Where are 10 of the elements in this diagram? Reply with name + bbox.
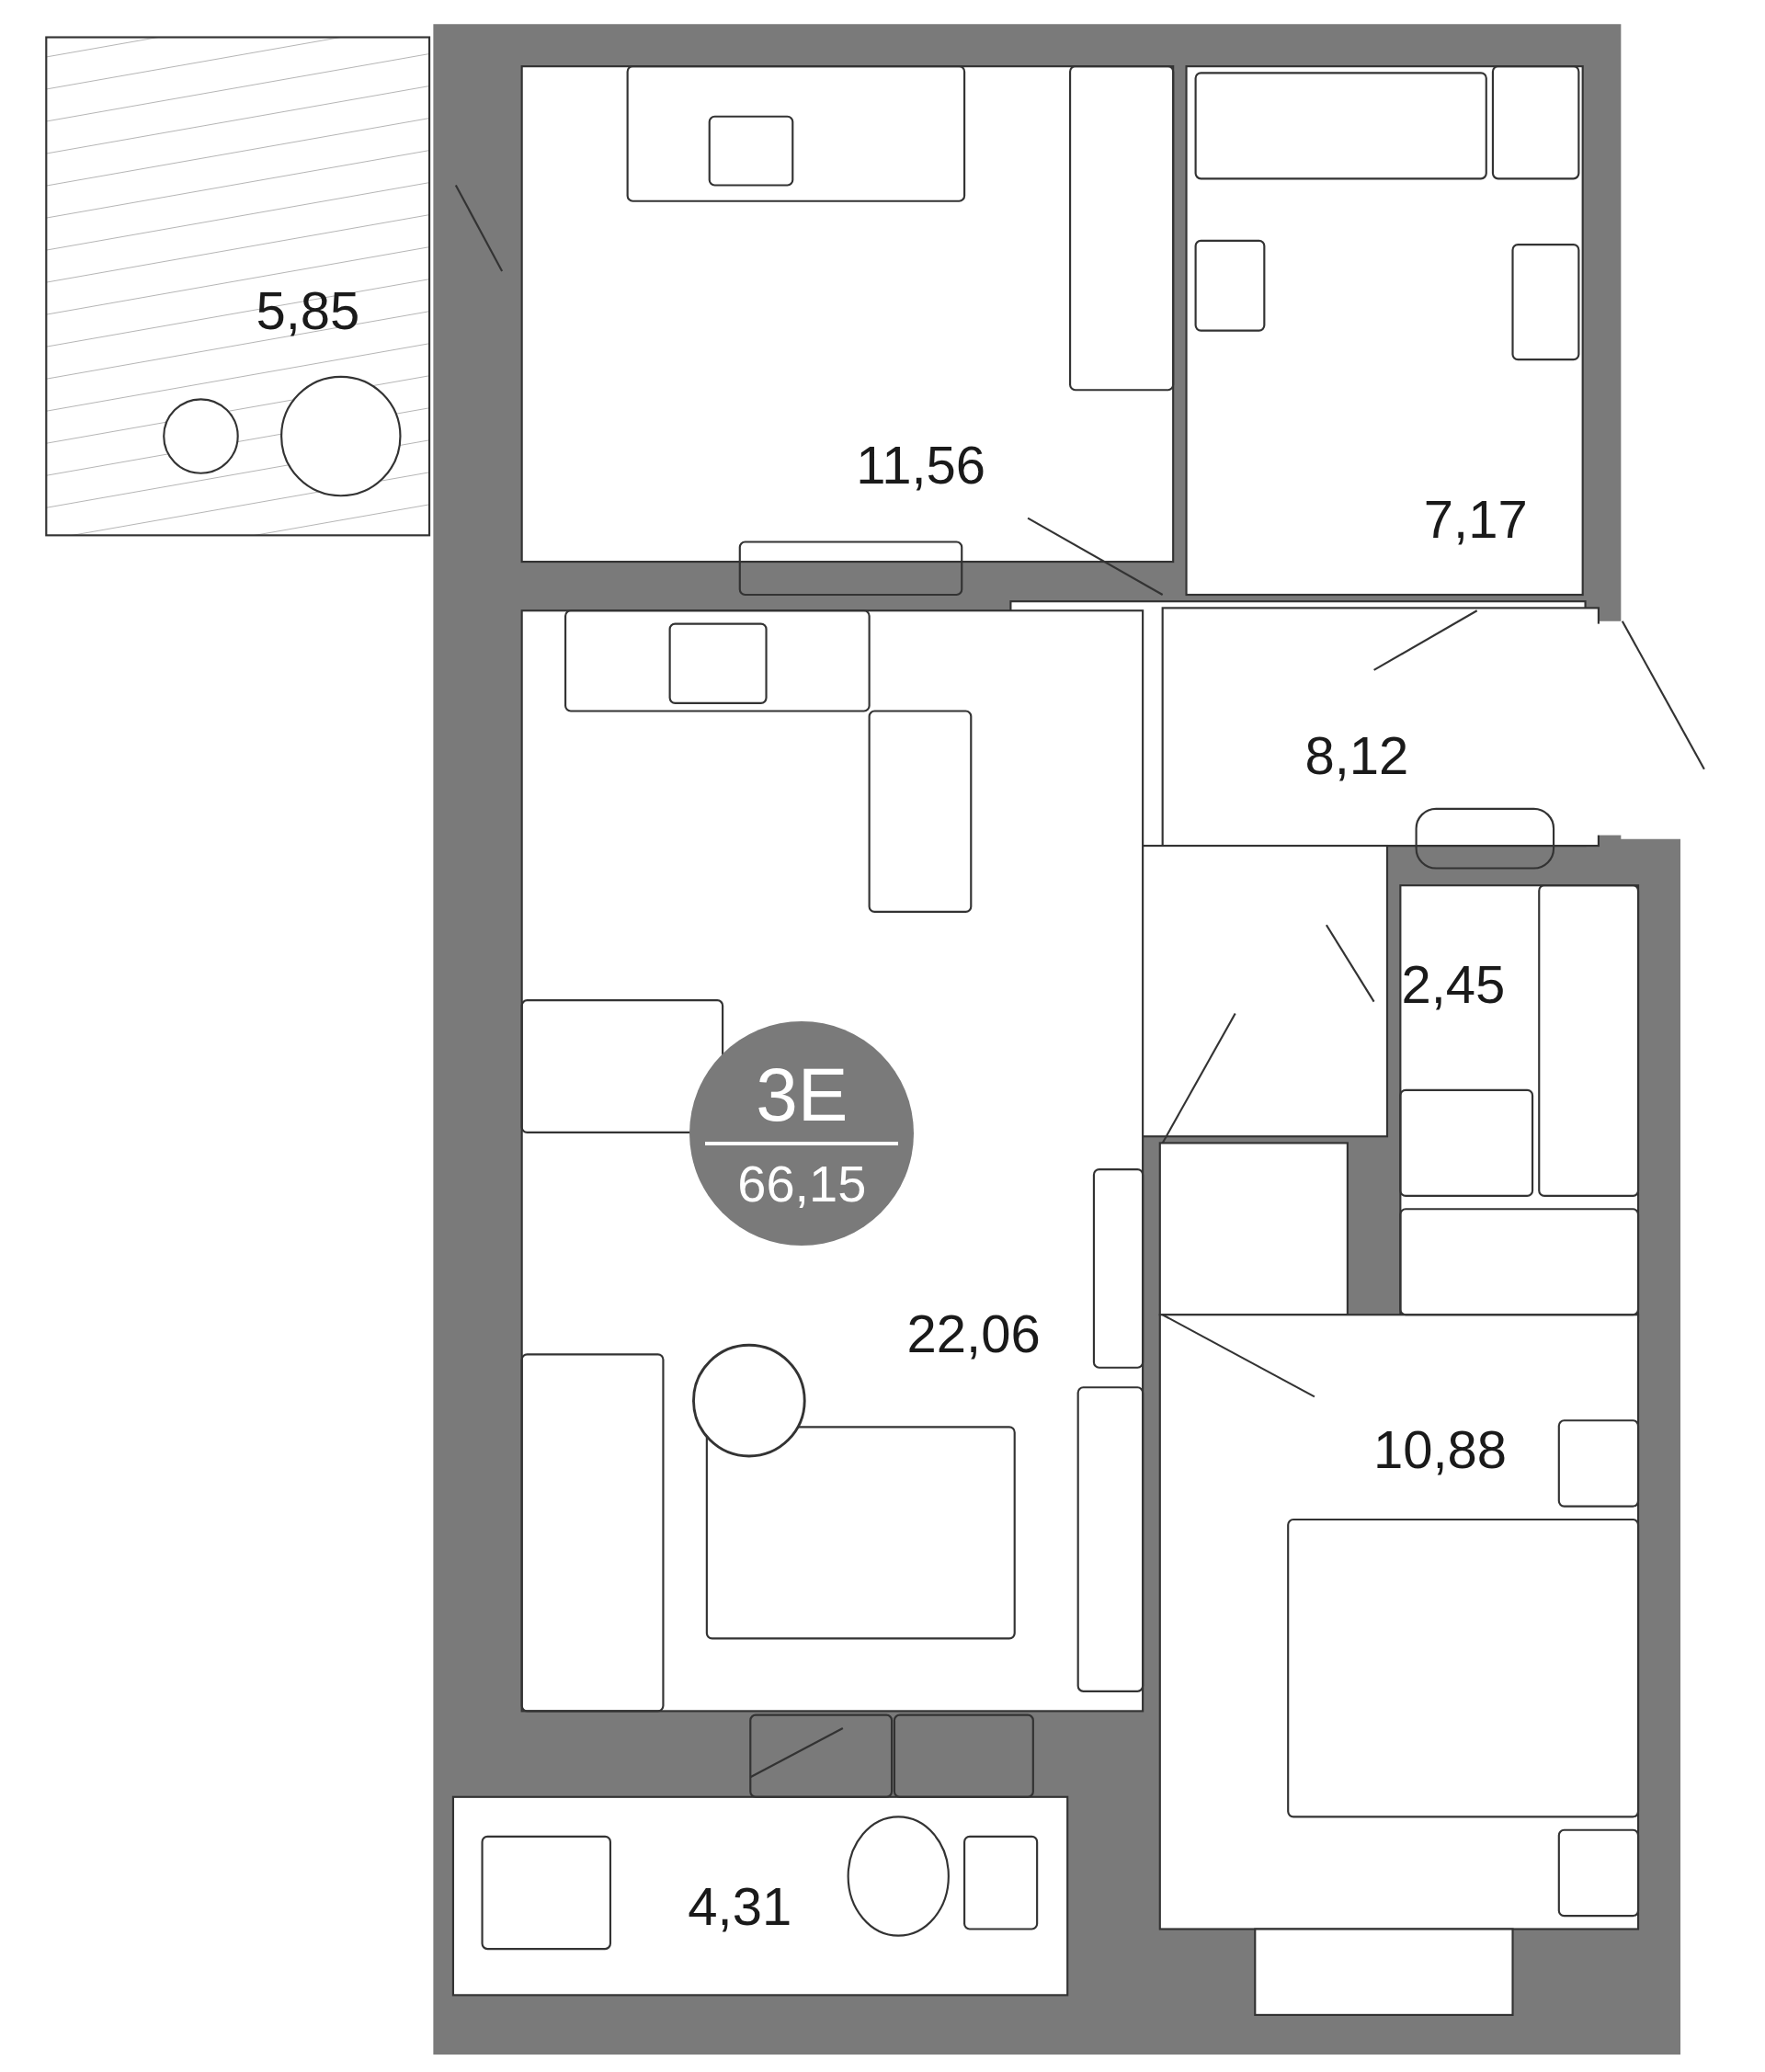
area-label: 7,17 (1423, 492, 1528, 546)
area-label: 2,45 (1401, 957, 1506, 1011)
apartment-type: 3E (756, 1057, 848, 1133)
area-label: 11,56 (856, 438, 986, 492)
area-label: 4,31 (688, 1879, 792, 1933)
area-label: 22,06 (906, 1307, 1041, 1361)
area-label: 8,12 (1304, 729, 1409, 783)
area-label: 10,88 (1372, 1422, 1508, 1476)
area-label: 5,85 (256, 283, 360, 337)
apartment-area: 66,15 (705, 1142, 899, 1211)
